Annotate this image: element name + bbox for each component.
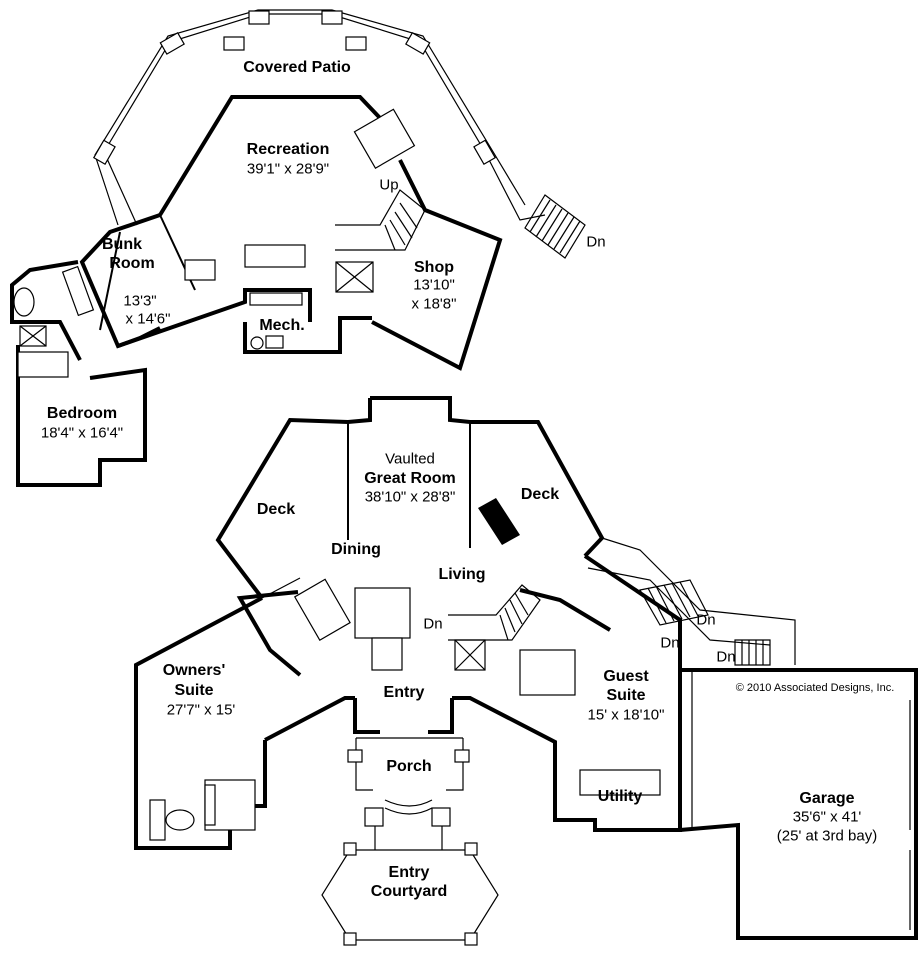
recreation-size: 39'1" x 28'9" — [246, 160, 330, 178]
dining-label: Dining — [331, 541, 381, 559]
great-room-prefix: Vaulted — [385, 450, 435, 468]
deck-left-label: Deck — [256, 501, 296, 519]
bunk-room-size-1: 13'3" — [123, 292, 157, 310]
deck-dn-label-3: Dn — [716, 648, 736, 666]
main-stair — [448, 584, 541, 641]
bunk-room-label-1: Bunk — [102, 236, 142, 254]
utility-label: Utility — [597, 788, 643, 806]
bedroom-label: Bedroom — [46, 405, 118, 423]
shop-size-1: 13'10" — [413, 276, 455, 294]
owners-suite-size: 27'7" x 15' — [166, 701, 236, 719]
garage-size-1: 35'6" x 41' — [792, 808, 862, 826]
fireplace — [478, 498, 520, 545]
upper-level-walls — [10, 95, 503, 487]
bunk-room-size-2: x 14'6" — [125, 310, 171, 328]
entry-courtyard-label-2: Courtyard — [370, 883, 448, 901]
covered-patio-outline — [92, 9, 546, 226]
deck-dn-label-1: Dn — [696, 611, 716, 629]
guest-suite-size: 15' x 18'10" — [587, 706, 665, 724]
up-label: Up — [379, 176, 399, 194]
great-room-label: Great Room — [364, 470, 456, 488]
main-level-walls — [134, 396, 682, 850]
owners-suite-label-2: Suite — [174, 682, 214, 700]
great-room-size: 38'10" x 28'8" — [364, 488, 456, 506]
bedroom-size: 18'4" x 16'4" — [40, 424, 124, 442]
covered-patio-label: Covered Patio — [243, 59, 351, 77]
deck-dn-label-2: Dn — [660, 634, 680, 652]
guest-suite-label-1: Guest — [603, 668, 649, 686]
garage-walls — [679, 668, 918, 940]
stair-dn-label: Dn — [423, 615, 443, 633]
patio-stairs — [524, 194, 586, 259]
copyright-text: © 2010 Associated Designs, Inc. — [735, 681, 895, 694]
mech-label: Mech. — [259, 317, 305, 335]
upper-stair — [335, 189, 426, 251]
garage-size-2: (25' at 3rd bay) — [776, 827, 878, 845]
shop-size-2: x 18'8" — [411, 295, 457, 313]
owners-suite-label-1: Owners' — [162, 662, 226, 680]
porch-label: Porch — [386, 758, 432, 776]
shop-label: Shop — [414, 259, 454, 277]
porch-courtyard — [321, 737, 499, 946]
living-label: Living — [438, 566, 486, 584]
patio-dn-label: Dn — [586, 233, 606, 251]
guest-suite-label-2: Suite — [606, 687, 646, 705]
right-deck-stairs — [587, 537, 796, 666]
bunk-room-label-2: Room — [109, 255, 155, 273]
garage-label: Garage — [799, 790, 855, 808]
recreation-label: Recreation — [246, 141, 330, 159]
entry-courtyard-label-1: Entry — [388, 864, 430, 882]
deck-right-label: Deck — [520, 486, 560, 504]
entry-label: Entry — [383, 684, 425, 702]
